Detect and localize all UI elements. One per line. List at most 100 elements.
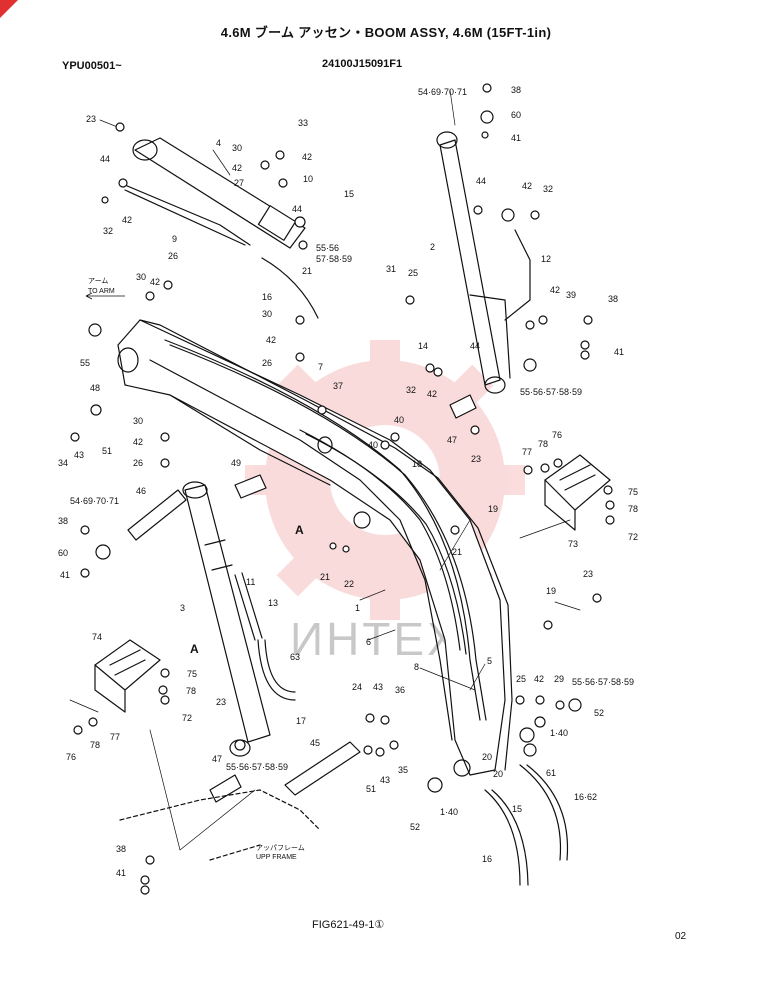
callout: 55·56·57·58·59 [572,677,634,687]
callout: 47 [212,754,222,764]
part-number: 24100J15091F1 [322,58,403,70]
diagram-title: 4.6M ブーム アッセン・BOOM ASSY, 4.6M (15FT-1in) [220,25,552,40]
callout: 39 [566,290,576,300]
callout: 6 [366,637,371,647]
callout: 19 [546,586,556,596]
callout: 23 [216,697,226,707]
callout: 3 [180,603,185,613]
callout: 38 [608,294,618,304]
arm-direction-note: アーム TO ARM [85,277,125,300]
callout: 42 [133,437,143,447]
callout: 44 [100,154,110,164]
svg-text:アーム: アーム [88,277,108,285]
fasteners [70,83,615,895]
callout: 78 [538,439,548,449]
callout: 1 [355,603,360,613]
callout: 77 [110,732,120,742]
callout: 46 [136,486,146,496]
callout: 1·40 [550,728,568,738]
callout: 35 [398,765,408,775]
callout: 29 [554,674,564,684]
callout: 23 [471,454,481,464]
callout: 60 [58,548,68,558]
callout: 55·56 [316,243,339,253]
callout: 25 [408,268,418,278]
callout: 16 [262,292,272,302]
callout: 52 [594,708,604,718]
callout: 43 [380,775,390,785]
corner-marker [0,0,18,18]
callout: 55·56·57·58·59 [520,387,582,397]
callout: 23 [583,569,593,579]
callout: 17 [296,716,306,726]
callout: 61 [546,768,556,778]
callout: 16 [482,854,492,864]
callout: 78 [90,740,100,750]
callout: 43 [373,682,383,692]
callout: 44 [470,341,480,351]
callout: 38 [511,85,521,95]
callout: 42 [302,152,312,162]
callout: 41 [511,133,521,143]
callout: 55 [80,358,90,368]
callout: 51 [366,784,376,794]
cylinder-2 [436,131,531,394]
callout: 78 [186,686,196,696]
callout: 42 [534,674,544,684]
callout: 1·40 [440,807,458,817]
boom-cylinder-3 [182,481,271,757]
callout: 51 [102,446,112,456]
callout: 19 [488,504,498,514]
hose-16-top [261,257,319,319]
callout: 21 [320,572,330,582]
callout: 30 [262,309,272,319]
callout: 7 [318,362,323,372]
serial-range: YPU00501~ [62,60,122,72]
callout: 45 [310,738,320,748]
hose-63 [257,639,296,701]
callout: 33 [298,118,308,128]
callout: 15 [512,804,522,814]
callout: 48 [90,383,100,393]
callout: 54·69·70·71 [70,496,119,506]
block-74 [94,639,161,713]
callout: 26 [262,358,272,368]
callout: 42 [122,215,132,225]
callout: 10 [303,174,313,184]
callout: 15 [344,189,354,199]
callout: 34 [58,458,68,468]
callout: 42 [522,181,532,191]
callout: 9 [172,234,177,244]
callout: 23 [86,114,96,124]
watermark-text: ИНТЕХ [290,613,461,665]
callout: 21 [302,266,312,276]
hose-15-16 [484,764,569,886]
callout: 76 [552,430,562,440]
callout: 44 [476,176,486,186]
callout: 44 [292,204,302,214]
callout: 41 [116,868,126,878]
callout: 42 [150,277,160,287]
svg-text:UPP FRAME: UPP FRAME [256,854,297,861]
callout: 4 [216,138,221,148]
callout: 5 [487,656,492,666]
pin-47 [209,394,477,803]
block-73 [544,454,611,531]
callout: 12 [541,254,551,264]
callout: 42 [232,163,242,173]
callout: 77 [522,447,532,457]
callout: 43 [74,450,84,460]
callout: 40 [368,440,378,450]
callout: 57·58·59 [316,254,352,264]
callout: 26 [168,251,178,261]
callout: 78 [628,504,638,514]
callout: 20 [493,769,503,779]
callout: 60 [511,110,521,120]
callout: 72 [628,532,638,542]
callout: 72 [182,713,192,723]
callout: 32 [103,226,113,236]
callout: 20 [482,752,492,762]
callout: 40 [394,415,404,425]
callout: 75 [187,669,197,679]
callout: 54·69·70·71 [418,87,467,97]
